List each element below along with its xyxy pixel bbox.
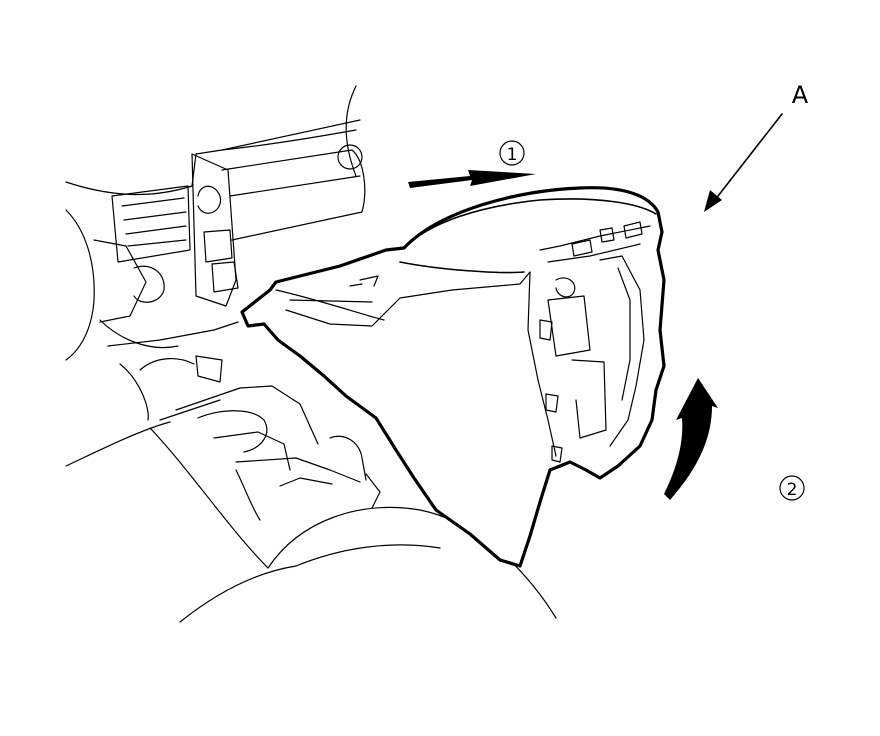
center-console	[240, 186, 666, 568]
callout-2-label: 2	[787, 480, 798, 500]
dashboard-background	[65, 85, 557, 623]
arrow-1-icon	[408, 170, 536, 188]
view-a-label: A	[792, 81, 809, 109]
callout-1: 1	[499, 140, 525, 166]
arrow-2-icon	[664, 378, 718, 500]
callout-2: 2	[779, 475, 805, 501]
view-a-indicator: A	[704, 81, 809, 212]
callout-1-label: 1	[507, 145, 518, 165]
